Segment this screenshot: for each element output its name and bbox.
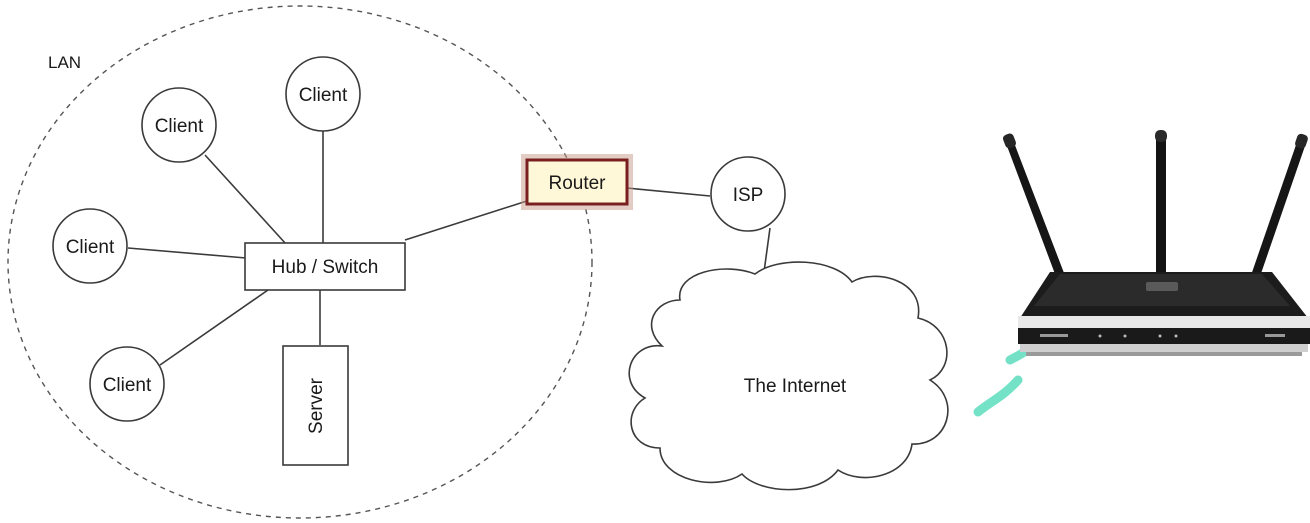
client-label: Client [299,85,348,106]
client-node-upper-left: Client [141,87,217,163]
server-node: Server [282,345,349,466]
hub-switch-label: Hub / Switch [272,257,379,278]
lan-boundary [7,5,593,519]
connection-lines [127,130,771,366]
edge-client-lower-hub [159,289,269,366]
edge-router-isp [626,187,711,197]
server-label: Server [306,377,327,434]
client-label: Client [103,375,152,396]
hub-switch-node: Hub / Switch [244,242,406,291]
edge-client-left-hub [127,247,247,259]
internet-label: The Internet [744,376,847,397]
edge-hub-router [404,199,531,241]
client-label: Client [66,237,115,258]
internet-cloud [628,261,949,491]
edge-client-upper-hub [204,154,287,245]
router-label: Router [548,173,606,194]
isp-node: ISP [710,156,786,232]
client-node-lower-left: Client [89,346,165,422]
lan-label: LAN [48,53,81,72]
client-node-top: Client [285,56,361,132]
client-node-left: Client [52,208,128,284]
wireless-router-icon [1002,130,1310,356]
isp-label: ISP [733,185,764,206]
edge-isp-internet [763,227,771,273]
client-label: Client [155,116,204,137]
router-node: Router [521,154,633,210]
